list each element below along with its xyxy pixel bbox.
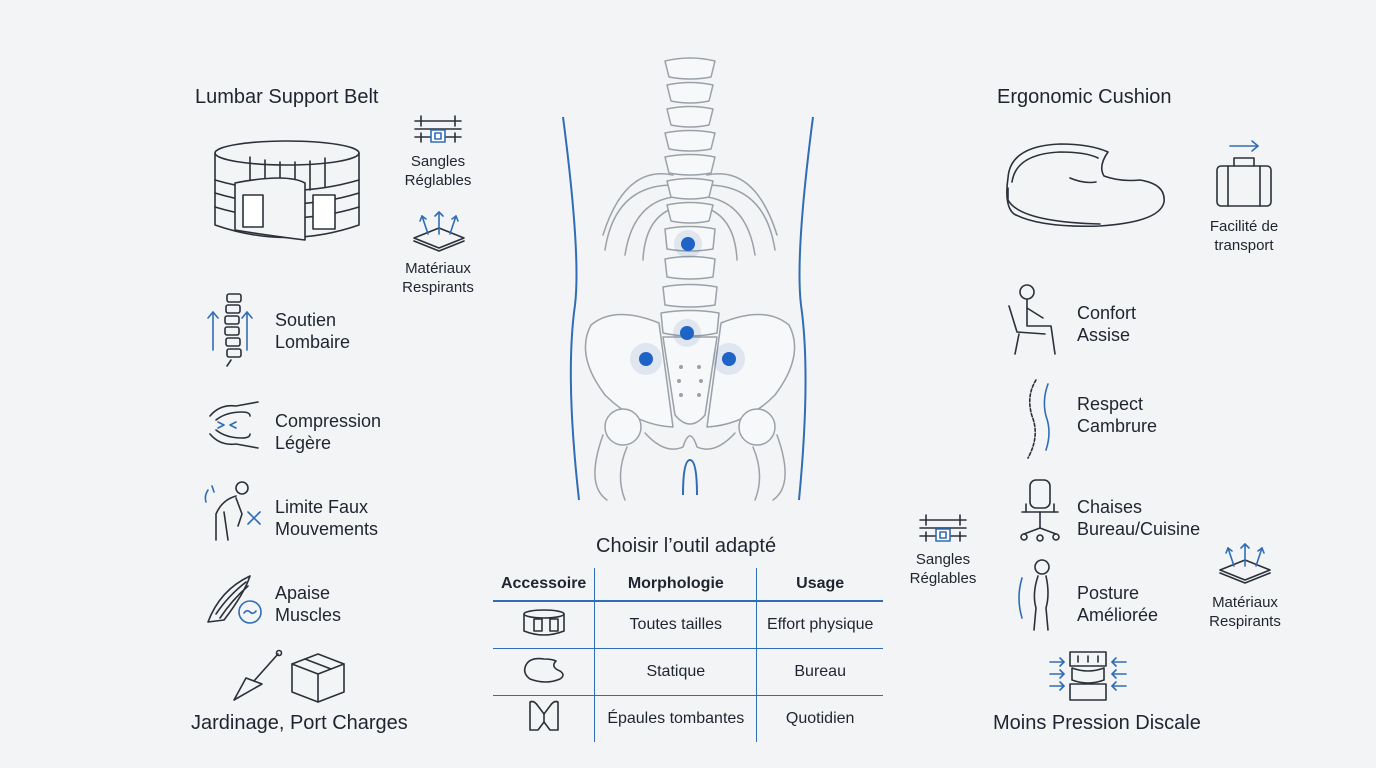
spine-pelvis-illustration	[562, 57, 814, 501]
left-bottom-label: Jardinage, Port Charges	[191, 712, 408, 734]
cushion-title: Ergonomic Cushion	[997, 86, 1172, 108]
seated-person-icon	[1008, 284, 1056, 355]
breathable-material-icon	[413, 211, 465, 252]
table-row: Toutes tailles Effort physique	[493, 601, 883, 649]
compression-hands-icon	[209, 401, 259, 449]
posture-icon	[1018, 559, 1050, 631]
disc-pressure-icon	[1049, 651, 1127, 701]
ergonomic-cushion-illustration	[1006, 143, 1165, 228]
office-chair-icon	[1020, 479, 1060, 542]
table-cell: Effort physique	[756, 601, 883, 649]
table-cell: Quotidien	[756, 695, 883, 742]
table-row: Épaules tombantes Quotidien	[493, 695, 883, 743]
spine-curve-icon	[1027, 379, 1050, 459]
table-cell: Épaules tombantes	[594, 695, 757, 742]
belt-title: Lumbar Support Belt	[195, 86, 379, 108]
bending-person-icon	[204, 481, 261, 541]
cushion-icon	[493, 648, 595, 696]
lumbar-belt-illustration	[214, 140, 360, 241]
belt-icon	[493, 601, 595, 649]
muscle-icon	[207, 575, 262, 624]
right-bottom-label: Moins Pression Discale	[993, 712, 1201, 734]
table-header-accessoire: Accessoire	[493, 568, 595, 602]
luggage-transport-icon	[1216, 140, 1272, 207]
adjustable-straps-icon	[919, 514, 967, 542]
gardening-box-icon	[233, 649, 345, 703]
table-row: Statique Bureau	[493, 648, 883, 696]
posture-corrector-icon	[493, 696, 595, 743]
breathable-material-icon	[1219, 543, 1271, 584]
table-cell: Toutes tailles	[594, 601, 757, 649]
comparison-table: Accessoire Morphologie Usage Toutes tail…	[493, 568, 883, 742]
table-cell: Statique	[594, 648, 757, 696]
table-header-morphologie: Morphologie	[594, 568, 757, 602]
table-title: Choisir l’outil adapté	[596, 535, 777, 557]
pressure-points	[630, 230, 745, 375]
table-header-usage: Usage	[756, 568, 883, 602]
adjustable-straps-icon	[414, 115, 462, 143]
spine-support-icon	[207, 293, 253, 367]
table-cell: Bureau	[756, 648, 883, 696]
